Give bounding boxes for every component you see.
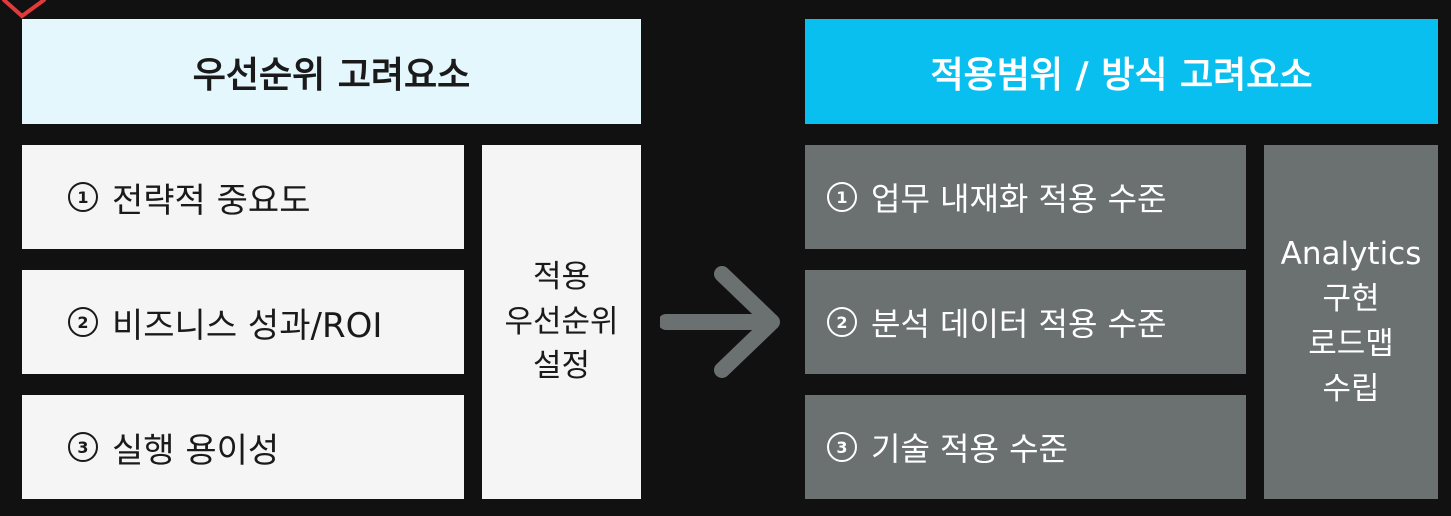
priority-setting-line: 적용 — [532, 258, 591, 295]
roadmap-line: 로드맵 — [1308, 326, 1394, 362]
roadmap-line: 구현 — [1322, 281, 1380, 318]
priority-setting-box: 적용 우선순위 설정 — [482, 145, 641, 499]
priority-factor-label: 비즈니스 성과/ROI — [112, 305, 383, 346]
roadmap-line: Analytics — [1280, 236, 1422, 273]
scope-factor-label: 기술 적용 수준 — [871, 430, 1068, 468]
roadmap-line: 수립 — [1322, 370, 1380, 407]
scope-factor-item: 2 분석 데이터 적용 수준 — [805, 270, 1246, 374]
scope-factor-item: 3 기술 적용 수준 — [805, 395, 1246, 499]
number-badge: 2 — [827, 307, 857, 337]
pointer-mark-icon — [2, 0, 46, 19]
right-arrow-icon — [660, 266, 780, 378]
priority-factor-item: 1 전략적 중요도 — [22, 145, 464, 249]
roadmap-box: Analytics 구현 로드맵 수립 — [1264, 145, 1438, 499]
scope-factor-label: 업무 내재화 적용 수준 — [871, 180, 1167, 218]
priority-factor-label: 실행 용이성 — [112, 430, 280, 471]
scope-method-factors-header: 적용범위 / 방식 고려요소 — [805, 19, 1438, 124]
number-badge: 2 — [68, 307, 98, 337]
priority-factor-item: 2 비즈니스 성과/ROI — [22, 270, 464, 374]
priority-factors-header: 우선순위 고려요소 — [22, 19, 641, 124]
scope-factor-item: 1 업무 내재화 적용 수준 — [805, 145, 1246, 249]
scope-method-factors-title: 적용범위 / 방식 고려요소 — [930, 54, 1313, 96]
priority-setting-line: 설정 — [532, 348, 591, 385]
priority-setting-line: 우선순위 — [504, 303, 619, 340]
priority-factor-item: 3 실행 용이성 — [22, 395, 464, 499]
scope-factor-label: 분석 데이터 적용 수준 — [871, 305, 1167, 343]
priority-factors-title: 우선순위 고려요소 — [192, 54, 471, 96]
priority-factor-label: 전략적 중요도 — [112, 180, 311, 221]
number-badge: 1 — [68, 182, 98, 212]
number-badge: 3 — [827, 432, 857, 462]
number-badge: 1 — [827, 182, 857, 212]
number-badge: 3 — [68, 432, 98, 462]
